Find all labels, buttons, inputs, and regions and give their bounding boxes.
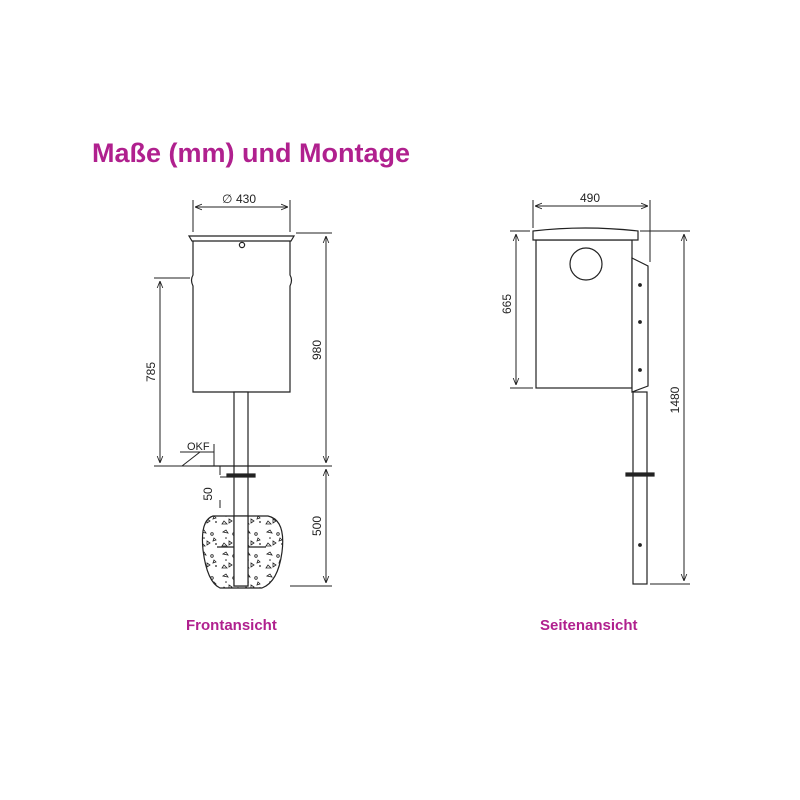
dim-665-label: 665 [500, 294, 514, 314]
okf-symbol [180, 451, 214, 467]
side-pole [632, 391, 648, 585]
dim-490-label: 490 [580, 191, 600, 205]
dim-50-label: 50 [201, 487, 215, 501]
throw-in-opening [569, 247, 603, 281]
front-view-caption: Frontansicht [186, 617, 277, 634]
side-pole-collar [625, 472, 655, 477]
side-dimensions [510, 200, 690, 585]
front-bin-lid [187, 235, 296, 242]
dim-980-label: 980 [310, 340, 324, 360]
side-view-caption: Seitenansicht [540, 617, 638, 634]
diameter-symbol: ∅ [222, 192, 232, 206]
side-view [532, 227, 655, 585]
page-title: Maße (mm) und Montage [92, 138, 410, 168]
front-view [180, 235, 296, 589]
dim-500-label: 500 [310, 516, 324, 536]
dim-785-label: 785 [144, 362, 158, 382]
side-bin-lid [532, 227, 639, 241]
lock-icon [238, 241, 246, 249]
mounting-bracket [631, 257, 649, 393]
side-bin-body [535, 239, 633, 389]
pole-collar [226, 473, 256, 478]
front-dimensions [154, 200, 332, 587]
front-bin-body [190, 237, 293, 393]
dim-1480-label: 1480 [668, 386, 682, 413]
okf-label: OKF [187, 441, 210, 453]
dim-430-label: 430 [236, 192, 256, 206]
